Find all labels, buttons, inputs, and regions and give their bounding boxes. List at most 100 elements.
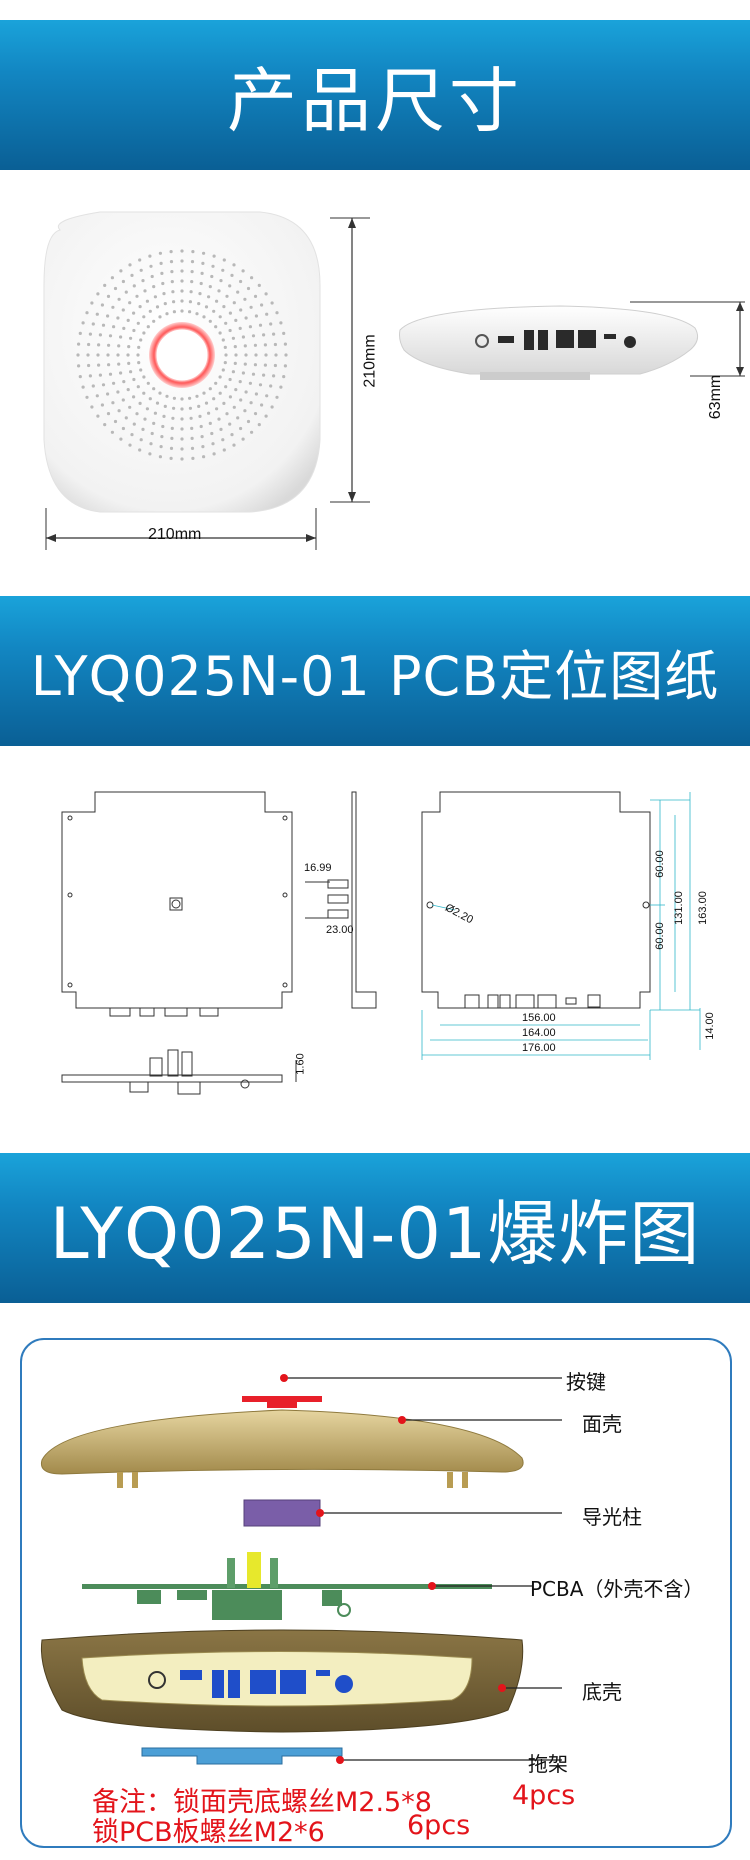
grille-hole (238, 326, 242, 330)
grille-hole (139, 268, 143, 272)
grille-hole (210, 431, 214, 436)
grille-hole (129, 336, 133, 340)
grille-hole (77, 342, 81, 346)
grille-hole (159, 261, 163, 265)
grille-hole (244, 353, 248, 357)
grille-hole (190, 280, 194, 284)
grille-hole (152, 421, 156, 425)
grille-hole (233, 345, 237, 349)
grille-hole (78, 375, 82, 379)
grille-hole (172, 300, 176, 304)
product-dimension-figure (43, 211, 745, 550)
grille-hole (117, 362, 121, 366)
grille-hole (113, 419, 118, 424)
grille-hole (136, 321, 140, 325)
grille-hole (126, 318, 130, 322)
grille-hole (180, 309, 184, 313)
grille-hole (96, 292, 100, 296)
grille-hole (85, 395, 89, 399)
grille-hole (258, 323, 263, 327)
grille-hole (146, 381, 150, 385)
grille-hole (254, 353, 258, 357)
pcb-dim-1-60: 1.60 (294, 1053, 307, 1075)
grille-hole (98, 373, 102, 377)
speaker-grille (76, 249, 288, 461)
button-part (242, 1396, 322, 1408)
grille-hole (270, 301, 274, 305)
grille-hole (103, 423, 107, 427)
grille-hole (232, 405, 236, 409)
grille-hole (106, 392, 110, 396)
grille-hole (132, 377, 136, 382)
grille-hole (171, 290, 175, 294)
grille-hole (153, 295, 157, 299)
grille-hole (231, 336, 235, 340)
light-pipe-part (243, 1499, 321, 1527)
grille-hole (204, 305, 209, 309)
grille-hole (162, 414, 166, 418)
note-qty-1: 4pcs (512, 1780, 576, 1811)
grille-hole (283, 364, 287, 368)
grille-hole (180, 289, 184, 293)
grille-hole (121, 308, 125, 312)
grille-hole (244, 390, 248, 394)
grille-hole (160, 271, 164, 275)
grille-hole (78, 331, 82, 335)
grille-hole (96, 353, 100, 357)
grille-hole (141, 279, 145, 283)
grille-hole (171, 416, 175, 420)
grille-hole (117, 409, 121, 413)
grille-hole (128, 301, 132, 305)
grille-hole (222, 448, 226, 452)
grille-hole (254, 392, 258, 396)
note-line-2: 锁PCB板螺丝M2*6 (92, 1817, 325, 1848)
grille-hole (228, 284, 232, 288)
grille-hole (117, 297, 121, 301)
grille-hole (180, 299, 184, 303)
grille-hole (270, 405, 274, 409)
grille-hole (190, 270, 194, 274)
grille-hole (162, 292, 166, 296)
grille-hole (106, 412, 111, 416)
grille-hole (283, 342, 287, 346)
grille-hole (273, 342, 277, 347)
grille-hole (239, 398, 243, 402)
grille-hole (232, 301, 236, 305)
grille-hole (172, 396, 176, 400)
grille-hole (264, 292, 268, 296)
grille-hole (189, 416, 193, 420)
grille-hole (145, 407, 149, 411)
grille-hole (201, 445, 205, 449)
grille-hole (269, 384, 273, 388)
grille-hole (225, 412, 229, 416)
grille-hole (241, 335, 245, 339)
grille-hole (190, 260, 195, 264)
grille-hole (190, 426, 194, 430)
grille-hole (139, 338, 143, 342)
grille-hole (250, 276, 254, 280)
grille-hole (132, 395, 136, 399)
grille-hole (200, 271, 204, 275)
grille-hole (228, 395, 232, 399)
pcb-drawing-figure (61, 791, 701, 1095)
pcba-part (82, 1584, 492, 1589)
pcb-board-outline-left (61, 791, 293, 1009)
grille-hole (111, 305, 115, 309)
pcb-dim-60-bottom: 60.00 (653, 922, 666, 950)
grille-hole (243, 362, 247, 366)
grille-hole (241, 269, 245, 273)
grille-hole (239, 279, 243, 284)
grille-hole (90, 405, 94, 409)
grille-hole (128, 405, 132, 409)
pcb-dim-16-99: 16.99 (304, 862, 332, 874)
grille-hole (269, 322, 273, 326)
grille-hole (251, 372, 256, 376)
grille-hole (88, 332, 92, 336)
grille-hole (148, 452, 152, 456)
grille-hole (165, 312, 169, 316)
grille-hole (188, 310, 192, 314)
grille-hole (87, 363, 91, 368)
grille-hole (272, 374, 276, 378)
grille-hole (180, 269, 184, 273)
grille-hole (253, 343, 257, 347)
